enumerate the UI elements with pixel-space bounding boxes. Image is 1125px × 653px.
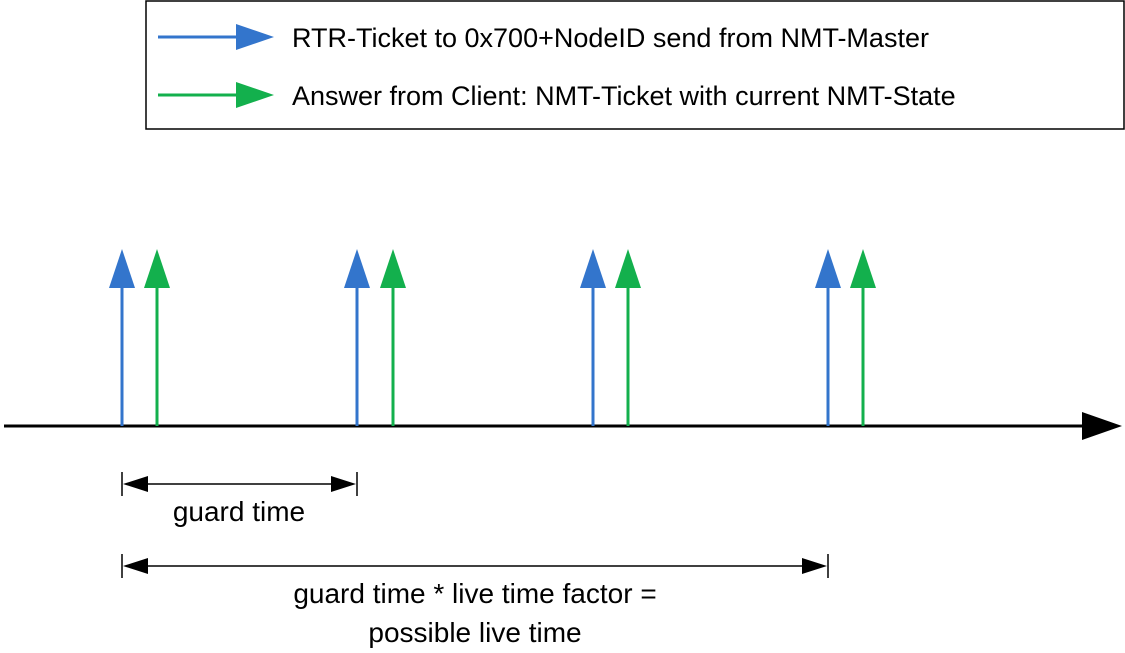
pulse-pair-1 [109,249,170,426]
legend: RTR-Ticket to 0x700+NodeID send from NMT… [145,0,1125,130]
guard-time-dimension: guard time [121,472,358,527]
request-pulse-arrowhead-icon [344,249,370,288]
time-axis-arrowhead-icon [1082,412,1122,440]
guard-time-label: guard time [173,496,305,527]
guard-time-left-arrowhead-icon [123,476,148,492]
legend-answer-label: Answer from Client: NMT-Ticket with curr… [292,81,956,111]
legend-item-request: RTR-Ticket to 0x700+NodeID send from NMT… [158,23,929,53]
answer-pulse-arrowhead-icon [850,249,876,288]
answer-pulse-arrowhead-icon [144,249,170,288]
guard-time-right-arrowhead-icon [331,476,356,492]
time-axis [4,412,1122,440]
answer-pulse-arrowhead-icon [380,249,406,288]
legend-request-label: RTR-Ticket to 0x700+NodeID send from NMT… [292,23,929,53]
answer-pulse-arrowhead-icon [615,249,641,288]
life-time-dimension: guard time * live time factor = possible… [121,554,829,648]
legend-box [145,0,1125,130]
legend-answer-arrowhead-icon [236,82,274,108]
life-time-left-arrowhead-icon [123,558,148,574]
life-time-label-line2: possible live time [368,617,581,648]
pulse-pair-4 [815,249,876,426]
legend-request-arrowhead-icon [236,24,274,50]
legend-item-answer: Answer from Client: NMT-Ticket with curr… [158,81,956,111]
pulse-pair-3 [580,249,641,426]
life-time-right-arrowhead-icon [802,558,827,574]
life-time-label-line1: guard time * live time factor = [293,578,656,609]
pulse-pair-2 [344,249,406,426]
request-pulse-arrowhead-icon [815,249,841,288]
request-pulse-arrowhead-icon [580,249,606,288]
request-pulse-arrowhead-icon [109,249,135,288]
